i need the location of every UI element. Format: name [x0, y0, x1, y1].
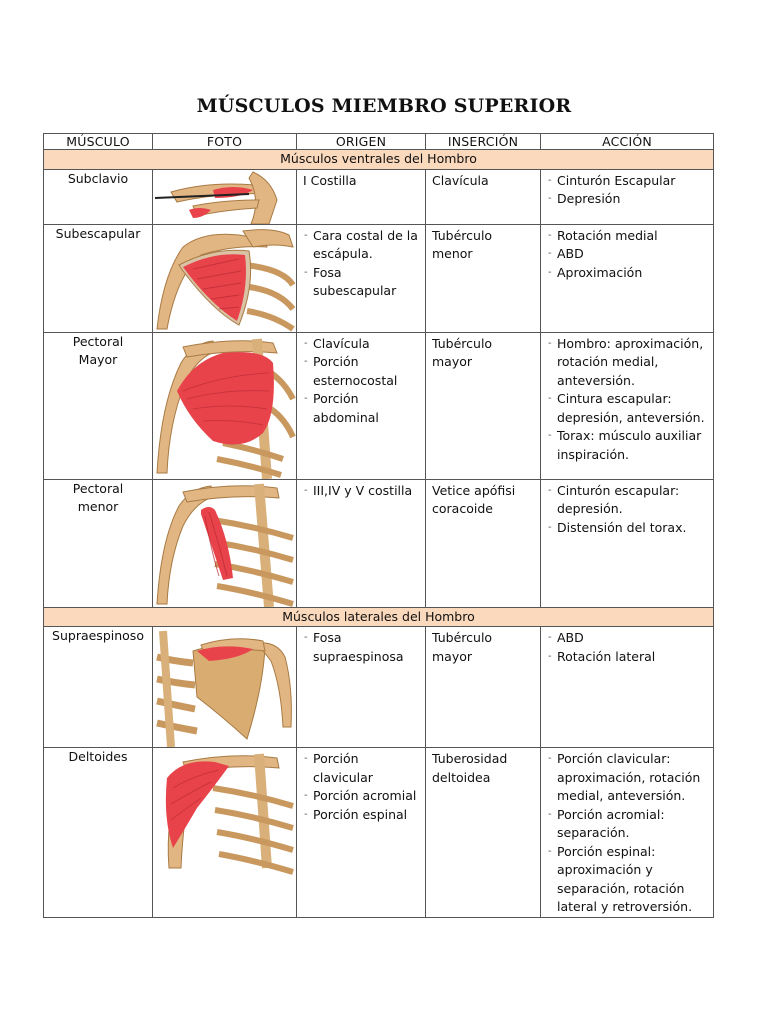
origin-item: Porción clavicular [304, 750, 421, 787]
origin-item: III,IV y V costilla [304, 482, 421, 501]
muscle-name: Supraespinoso [43, 626, 153, 748]
muscle-photo-deltoides [152, 747, 297, 918]
pectoral-menor-illustration [156, 483, 294, 606]
action-cell: Rotación medial ABD Aproximación [540, 223, 714, 333]
action-cell: Cinturón Escapular Depresión [540, 168, 714, 225]
origin-item: Porción espinal [304, 806, 421, 825]
insertion-cell: Tubérculo mayor [425, 331, 541, 480]
origin-item: Porción acromial [304, 787, 421, 806]
table-row: Subescapular Cara costal de la escápula. [43, 223, 714, 333]
muscle-name: Pectoral menor [43, 478, 153, 608]
origin-item: Porción abdominal [304, 390, 421, 427]
action-item: ABD [548, 245, 709, 264]
action-item: Rotación medial [548, 227, 709, 246]
pectoral-mayor-illustration [156, 338, 296, 478]
section-row-lateral: Músculos laterales del Hombro [43, 606, 714, 627]
action-item: Hombro: aproximación, rotación medial, a… [548, 335, 709, 391]
section-label-lateral: Músculos laterales del Hombro [43, 606, 714, 627]
column-header-foto: FOTO [152, 133, 297, 150]
origin-item: I Costilla [303, 172, 357, 188]
action-item: Torax: músculo auxiliar inspiración. [548, 427, 709, 464]
origin-item: Fosa subescapular [304, 264, 421, 301]
action-item: Porción clavicular: aproximación, rotaci… [548, 750, 709, 806]
table-row: Pectoral menor III,IV y V co [43, 478, 714, 608]
section-row-ventral: Músculos ventrales del Hombro [43, 149, 714, 170]
insertion-cell: Vetice apófisi coracoide [425, 478, 541, 608]
action-item: Cintura escapular: depresión, anteversió… [548, 390, 709, 427]
action-item: Rotación lateral [548, 648, 709, 667]
origin-item: Porción esternocostal [304, 353, 421, 390]
action-cell: Hombro: aproximación, rotación medial, a… [540, 331, 714, 480]
action-item: Distensión del torax. [548, 519, 709, 538]
column-header-insercion: INSERCIÓN [425, 133, 541, 150]
insertion-text: Vetice apófisi coracoide [432, 482, 516, 517]
table-row: Supraespinoso Fosa supraespinosa Tubér [43, 626, 714, 748]
subescapular-illustration [156, 228, 296, 331]
action-cell: ABD Rotación lateral [540, 626, 714, 748]
table-row: Deltoides Porción clavicular [43, 747, 714, 918]
muscle-photo-subclavio [152, 168, 297, 225]
insertion-text: Clavícula [432, 172, 489, 188]
origin-cell: Fosa supraespinosa [296, 626, 426, 748]
supraespinoso-illustration [156, 630, 292, 747]
origin-item: Clavícula [304, 335, 421, 354]
insertion-cell: Tubérculo menor [425, 223, 541, 333]
insertion-text: Tubérculo mayor [432, 335, 493, 370]
deltoides-illustration [165, 753, 294, 875]
column-header-musculo: MÚSCULO [43, 133, 153, 150]
insertion-text: Tubérculo mayor [432, 630, 493, 664]
table-row: Pectoral Mayor Clavícula [43, 331, 714, 480]
insertion-text: Tubérculo menor [432, 227, 493, 262]
muscle-photo-supraespinoso [152, 626, 297, 748]
muscle-photo-pectoral-menor [152, 478, 297, 608]
action-item: Depresión [548, 190, 709, 209]
insertion-text: Tuberosidad deltoidea [432, 751, 508, 785]
subclavio-illustration [154, 170, 278, 223]
muscle-photo-subescapular [152, 223, 297, 333]
section-label-ventral: Músculos ventrales del Hombro [43, 149, 714, 170]
muscle-name: Deltoides [43, 747, 153, 918]
muscle-name: Subescapular [43, 223, 153, 333]
action-cell: Cinturón escapular: depresión. Distensió… [540, 478, 714, 608]
action-item: Cinturón Escapular [548, 172, 709, 191]
action-item: Aproximación [548, 264, 709, 283]
origin-cell: I Costilla [296, 168, 426, 225]
action-cell: Porción clavicular: aproximación, rotaci… [540, 747, 714, 918]
column-header-accion: ACCIÓN [540, 133, 714, 150]
action-item: Porción espinal: aproximación y separaci… [548, 843, 709, 917]
muscle-table: MÚSCULO FOTO ORIGEN INSERCIÓN ACCIÓN Mús… [43, 133, 714, 918]
origin-cell: III,IV y V costilla [296, 478, 426, 608]
origin-cell: Cara costal de la escápula. Fosa subesca… [296, 223, 426, 333]
table-row: Subclavio I Costilla Clavícula [43, 168, 714, 225]
page-title: MÚSCULOS MIEMBRO SUPERIOR [196, 94, 572, 117]
origin-cell: Clavícula Porción esternocostal Porción … [296, 331, 426, 480]
column-header-origen: ORIGEN [296, 133, 426, 150]
origin-cell: Porción clavicular Porción acromial Porc… [296, 747, 426, 918]
origin-item: Cara costal de la escápula. [304, 227, 421, 264]
insertion-cell: Tubérculo mayor [425, 626, 541, 748]
action-item: ABD [548, 629, 709, 648]
action-item: Cinturón escapular: depresión. [548, 482, 709, 519]
insertion-cell: Clavícula [425, 168, 541, 225]
table-header-row: MÚSCULO FOTO ORIGEN INSERCIÓN ACCIÓN [43, 133, 714, 150]
action-item: Porción acromial: separación. [548, 806, 709, 843]
muscle-name: Subclavio [43, 168, 153, 225]
insertion-cell: Tuberosidad deltoidea [425, 747, 541, 918]
origin-item: Fosa supraespinosa [304, 629, 421, 666]
muscle-photo-pectoral-mayor [152, 331, 297, 480]
muscle-name: Pectoral Mayor [43, 331, 153, 480]
